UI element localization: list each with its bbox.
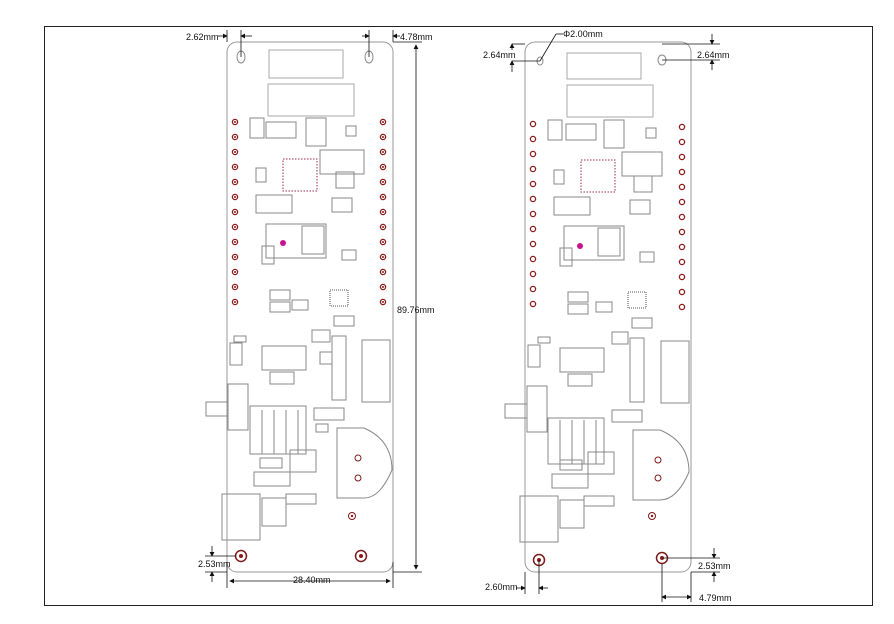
dim-right-bottom-right-v: 2.53mm [698, 561, 731, 571]
dim-left-top-left: 2.62mm [186, 32, 219, 42]
dim-left-width: 28.40mm [293, 575, 331, 585]
dim-right-hole-dia: Φ2.00mm [563, 29, 603, 39]
dim-left-top-right: 4.78mm [400, 32, 433, 42]
pcb-board-right [504, 41, 692, 573]
pcb-board-left [205, 41, 394, 573]
drawing-frame [44, 26, 873, 606]
dim-right-bottom-left: 2.60mm [485, 582, 518, 592]
dim-right-bottom-right-h: 4.79mm [699, 593, 732, 603]
dim-left-height: 89.76mm [397, 305, 435, 315]
dim-right-top-left: 2.64mm [483, 50, 516, 60]
dim-right-top-right: 2.64mm [697, 50, 730, 60]
dim-left-bottom-left: 2.53mm [198, 559, 231, 569]
